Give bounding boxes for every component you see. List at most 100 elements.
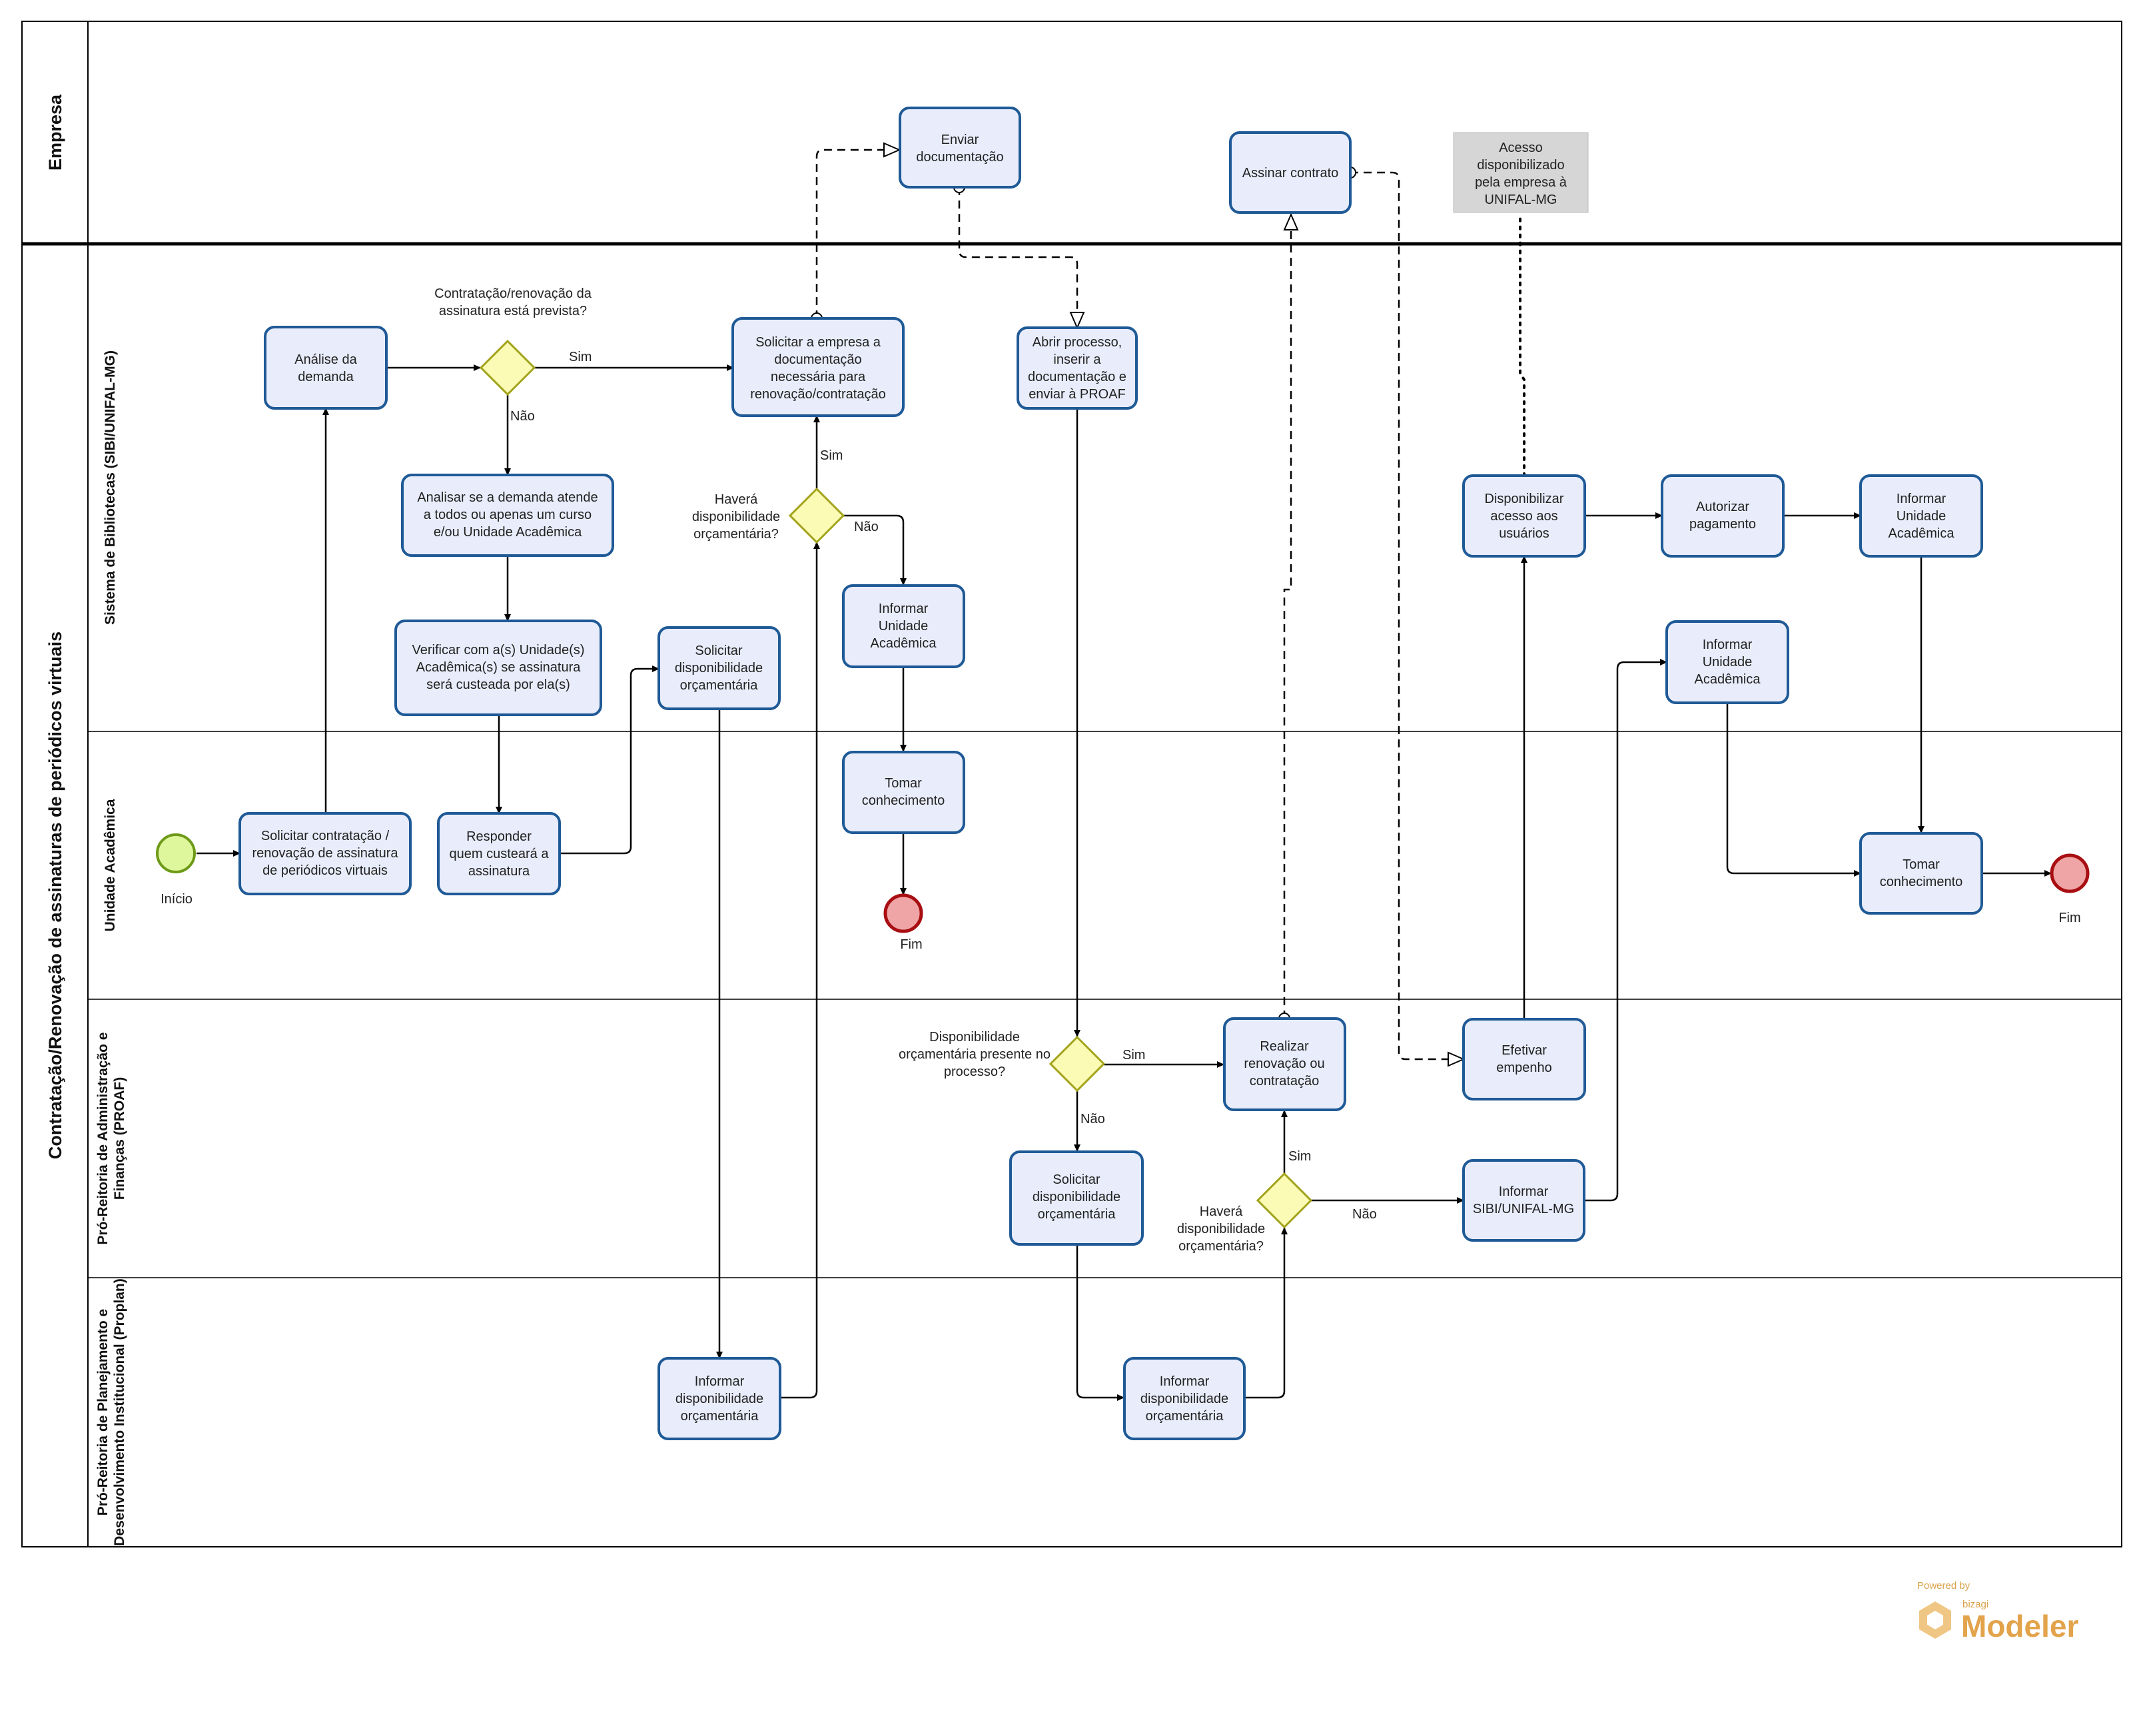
gateway-disp-2-line-1: Haverá: [1200, 1204, 1243, 1219]
task-solicitar-contratacao-line-1: Solicitar contratação /: [261, 829, 390, 843]
start-event[interactable]: Início: [156, 833, 196, 907]
watermark-product: Modeler: [1961, 1609, 2078, 1643]
task-responder-line-2: quem custeará a: [450, 847, 550, 861]
msg-assinar-to-efetivar: [1350, 171, 1466, 1067]
task-efetivar-line-1: Efetivar: [1501, 1043, 1547, 1058]
task-informar-ua-1-line-3: Acadêmica: [871, 636, 937, 651]
task-informar-disp-2-line-1: Informar: [1160, 1374, 1210, 1389]
flow-informardisp2-to-g4: [1244, 1227, 1288, 1399]
flow-labels: Sim Não Sim Não Sim Não Sim Não: [510, 350, 1377, 1222]
gateway-prevista-line-1: Contratação/renovação da: [434, 286, 592, 301]
task-tomar-1-line-1: Tomar: [885, 776, 922, 791]
label-sim-g4: Sim: [1288, 1149, 1311, 1164]
task-informar-ua-3-line-1: Informar: [1897, 492, 1946, 506]
start-event-label: Início: [161, 892, 193, 907]
task-enviar-documentacao-line-2: documentação: [916, 150, 1003, 165]
task-abrir-processo-line-1: Abrir processo,: [1033, 335, 1122, 350]
end-event-2[interactable]: Fim: [2050, 853, 2090, 925]
lane-sibi-label: Sistema de Bibliotecas (SIBI/UNIFAL-MG): [103, 350, 118, 625]
task-informar-disp-1-line-2: disponibilidade: [675, 1392, 763, 1406]
artifact-line-4: UNIFAL-MG: [1485, 193, 1557, 207]
task-realizar-line-1: Realizar: [1260, 1039, 1309, 1054]
task-analise-line-1: Análise da: [294, 352, 357, 367]
sequence-flows: [197, 364, 2052, 1401]
task-tomar-conhecimento-1[interactable]: Tomar conhecimento: [842, 751, 965, 834]
svg-text:Solicitar contratação /renovaç: Solicitar contratação / renovação de assi…: [252, 829, 398, 878]
gateway-disp-1-line-2: disponibilidade: [692, 510, 780, 524]
pool-empresa: Empresa: [21, 21, 2122, 244]
bizagi-logo-icon: [1919, 1601, 1951, 1639]
pool-empresa-label: Empresa: [45, 94, 65, 171]
task-solicitar-disponibilidade-1[interactable]: Solicitar disponibilidade orçamentária: [657, 626, 781, 710]
task-tomar-1-line-2: conhecimento: [862, 793, 945, 808]
task-solicitar-empresa-line-1: Solicitar a empresa a: [755, 335, 881, 350]
task-informar-sibi-line-1: Informar: [1499, 1184, 1549, 1199]
task-informar-sibi-line-2: SIBI/UNIFAL-MG: [1473, 1202, 1574, 1216]
task-verificar-line-2: Acadêmica(s) se assinatura: [416, 660, 582, 675]
task-solicitar-contratacao-line-3: de periódicos virtuais: [262, 863, 388, 878]
task-solicitar-disp-2-line-3: orçamentária: [1038, 1207, 1116, 1222]
task-solicitar-disp-1-line-3: orçamentária: [680, 678, 759, 693]
task-informar-disp-2-line-2: disponibilidade: [1140, 1392, 1228, 1406]
task-analisar-demanda-line-1: Analisar se a demanda atende: [417, 490, 598, 505]
lane-proaf-label-2: Finanças (PROAF): [112, 1077, 127, 1200]
lane-proaf: Pró-Reitoria de Administração e Finanças…: [95, 1033, 127, 1245]
task-disponibilizar-line-1: Disponibilizar: [1485, 492, 1564, 506]
task-solicitar-disp-2-line-2: disponibilidade: [1033, 1190, 1120, 1204]
label-nao-g1: Não: [510, 409, 535, 424]
task-informar-ua-2-line-2: Unidade: [1703, 655, 1753, 669]
gateway-disp-1-line-1: Haverá: [715, 492, 758, 507]
gateway-disp-2-line-3: orçamentária?: [1178, 1239, 1264, 1254]
task-solicitar-empresa-line-3: necessária para: [771, 370, 866, 384]
task-solicitar-contratacao-line-2: renovação de assinatura: [252, 846, 398, 861]
msg-enviar-to-abrir: [958, 187, 1085, 330]
task-verificar-custeio[interactable]: Verificar com a(s) Unidade(s)Acadêmica(s…: [394, 620, 602, 716]
task-autorizar-line-1: Autorizar: [1696, 500, 1749, 514]
task-solicitar-disp-1-line-2: disponibilidade: [675, 661, 763, 675]
end-event-1[interactable]: Fim: [883, 893, 923, 952]
task-solicitar-contratacao[interactable]: Solicitar contratação / renovação de assi…: [238, 812, 412, 895]
lane-ua-label: Unidade Acadêmica: [103, 799, 118, 931]
artifact-line-1: Acesso: [1499, 141, 1543, 155]
task-assinar-contrato[interactable]: Assinar contrato: [1229, 131, 1352, 214]
flow-informarua2-to-tomar2: [1726, 703, 1861, 877]
task-disponibilizar-line-2: acesso aos: [1490, 509, 1557, 524]
end-event-1-label: Fim: [900, 937, 922, 952]
task-informar-ua-3-line-3: Acadêmica: [1889, 526, 1955, 541]
task-solicitar-disp-1-line-1: Solicitar: [695, 644, 742, 658]
